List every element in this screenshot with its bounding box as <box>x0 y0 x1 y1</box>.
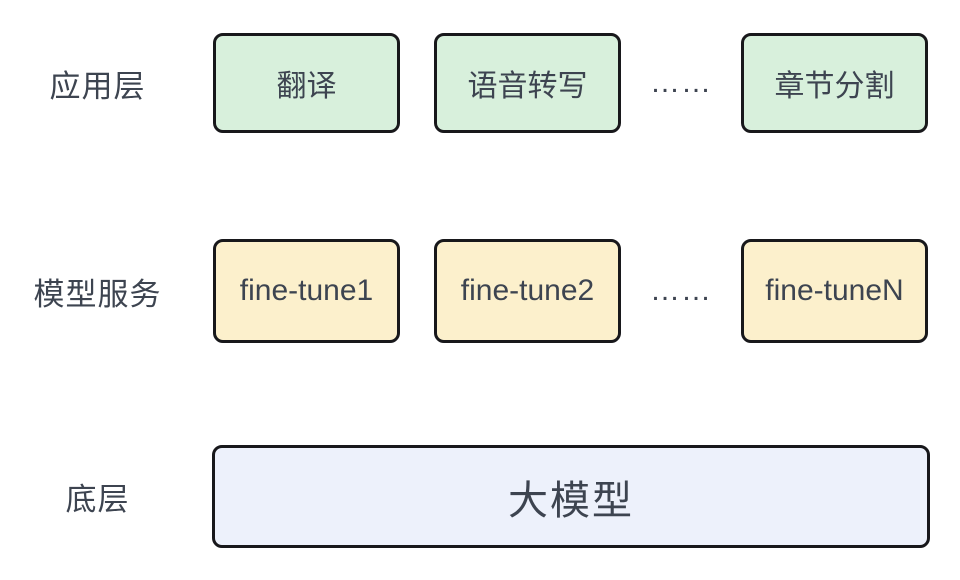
box-chapter-segmentation: 章节分割 <box>741 33 928 133</box>
box-fine-tune-2: fine-tune2 <box>434 239 621 343</box>
box-fine-tune-1: fine-tune1 <box>213 239 400 343</box>
ellipsis-application-layer: …… <box>650 66 712 99</box>
row-label-model-service: 模型服务 <box>33 276 162 312</box>
row-label-base-layer: 底层 <box>65 482 130 517</box>
ellipsis-model-service: …… <box>650 274 712 307</box>
box-speech-transcription: 语音转写 <box>434 33 621 133</box>
box-fine-tune-n: fine-tuneN <box>741 239 928 343</box>
row-label-application-layer: 应用层 <box>49 68 146 104</box>
box-translation: 翻译 <box>213 33 400 133</box>
box-large-model: 大模型 <box>212 445 930 548</box>
